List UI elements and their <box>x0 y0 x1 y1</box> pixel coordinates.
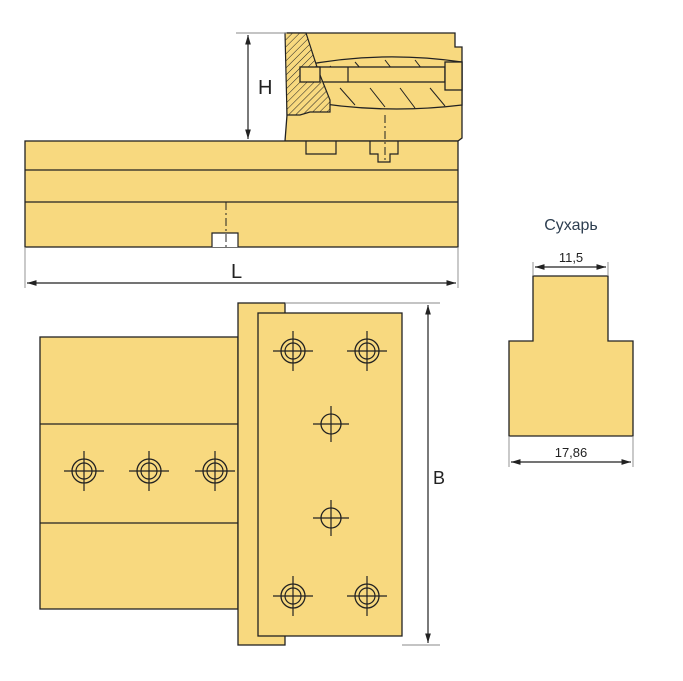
plan-view <box>39 302 440 646</box>
insert-bottom-width: 17,86 <box>555 445 588 460</box>
dimension-b-label: B <box>433 468 445 488</box>
insert-top-width: 11,5 <box>559 250 583 265</box>
side-view <box>24 32 463 288</box>
dimension-h-label: H <box>258 77 272 99</box>
dimension-l-label: L <box>231 261 242 283</box>
insert-section <box>508 262 634 467</box>
insert-title: Сухарь <box>544 217 598 234</box>
